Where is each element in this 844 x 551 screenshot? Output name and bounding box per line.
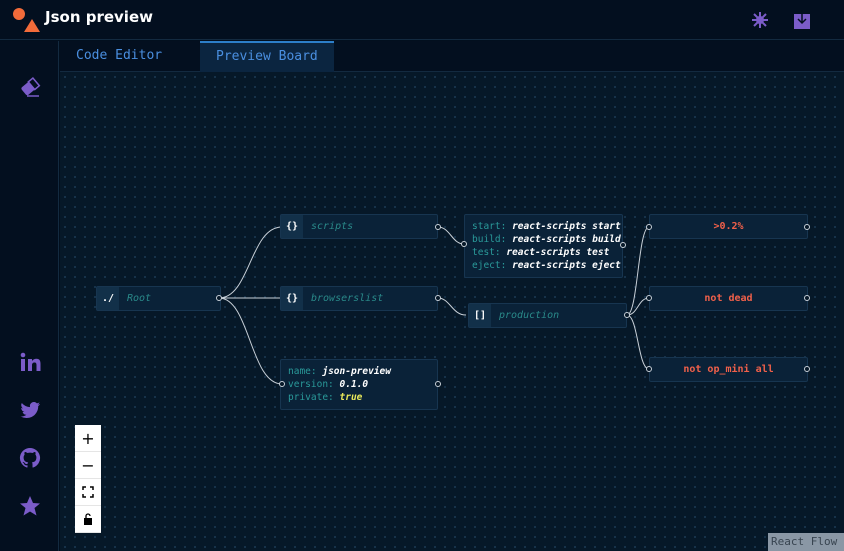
logo-icon bbox=[13, 8, 40, 32]
leaf-source-handle[interactable] bbox=[804, 224, 810, 230]
production-label: production bbox=[499, 310, 560, 321]
tab-code-editor[interactable]: Code Editor bbox=[76, 48, 163, 63]
kv-row: name: json-preview bbox=[288, 366, 391, 377]
production-source-handle[interactable] bbox=[624, 312, 630, 318]
tab-bar: Code Editor Preview Board bbox=[60, 41, 844, 72]
root-tag: ./ bbox=[97, 287, 119, 310]
scripts-values-target-handle[interactable] bbox=[461, 241, 467, 247]
production-node[interactable]: [] production bbox=[468, 303, 627, 328]
leaf-source-handle[interactable] bbox=[804, 295, 810, 301]
scripts-label: scripts bbox=[311, 221, 354, 232]
leaf-source-handle[interactable] bbox=[804, 366, 810, 372]
browserslist-label: browserslist bbox=[311, 293, 384, 304]
sidebar bbox=[0, 41, 59, 551]
app-title: Json preview bbox=[45, 8, 153, 26]
root-label: Root bbox=[127, 293, 152, 304]
meta-values-node[interactable]: name: json-preview version: 0.1.0 privat… bbox=[280, 359, 438, 410]
app-header: Json preview bbox=[0, 0, 844, 40]
scripts-values-node[interactable]: start: react-scripts start build: react-… bbox=[464, 214, 623, 278]
download-icon[interactable] bbox=[792, 10, 812, 30]
prod-item-node[interactable]: not dead bbox=[649, 286, 808, 311]
leaf-target-handle[interactable] bbox=[646, 295, 652, 301]
kv-row: eject: react-scripts eject bbox=[472, 260, 621, 271]
scripts-source-handle[interactable] bbox=[435, 224, 441, 230]
meta-target-handle[interactable] bbox=[279, 381, 285, 387]
root-node[interactable]: ./ Root bbox=[96, 286, 221, 311]
minus-icon: − bbox=[81, 455, 95, 475]
leaf-target-handle[interactable] bbox=[646, 366, 652, 372]
unlock-icon bbox=[84, 513, 92, 525]
leaf-target-handle[interactable] bbox=[646, 224, 652, 230]
github-icon[interactable] bbox=[19, 447, 41, 469]
kv-row: version: 0.1.0 bbox=[288, 379, 369, 390]
kv-row: test: react-scripts test bbox=[472, 247, 610, 258]
react-flow-attribution[interactable]: React Flow bbox=[768, 533, 844, 551]
kv-row: private: true bbox=[288, 392, 363, 403]
tab-preview-board[interactable]: Preview Board bbox=[200, 41, 334, 72]
flow-controls: + − bbox=[75, 425, 101, 533]
lock-button[interactable] bbox=[75, 506, 101, 533]
root-source-handle[interactable] bbox=[216, 295, 222, 301]
zoom-out-button[interactable]: − bbox=[75, 452, 101, 479]
zoom-in-button[interactable]: + bbox=[75, 425, 101, 452]
object-tag: {} bbox=[281, 215, 303, 238]
twitter-icon[interactable] bbox=[19, 399, 41, 421]
preview-board-canvas[interactable] bbox=[60, 72, 844, 551]
meta-source-handle[interactable] bbox=[435, 381, 441, 387]
settings-snowflake-icon[interactable] bbox=[750, 10, 770, 30]
star-icon[interactable] bbox=[19, 495, 41, 517]
browserslist-source-handle[interactable] bbox=[435, 295, 441, 301]
array-tag: [] bbox=[469, 304, 491, 327]
prod-item-node[interactable]: not op_mini all bbox=[649, 357, 808, 382]
fit-view-icon bbox=[82, 486, 94, 498]
plus-icon: + bbox=[81, 428, 95, 448]
object-tag: {} bbox=[281, 287, 303, 310]
fit-view-button[interactable] bbox=[75, 479, 101, 506]
eraser-icon[interactable] bbox=[19, 76, 41, 98]
scripts-values-source-handle[interactable] bbox=[620, 242, 626, 248]
browserslist-node[interactable]: {} browserslist bbox=[280, 286, 438, 311]
linkedin-icon[interactable] bbox=[19, 351, 41, 373]
scripts-node[interactable]: {} scripts bbox=[280, 214, 438, 239]
prod-item-node[interactable]: >0.2% bbox=[649, 214, 808, 239]
kv-row: build: react-scripts build bbox=[472, 234, 621, 245]
kv-row: start: react-scripts start bbox=[472, 221, 621, 232]
